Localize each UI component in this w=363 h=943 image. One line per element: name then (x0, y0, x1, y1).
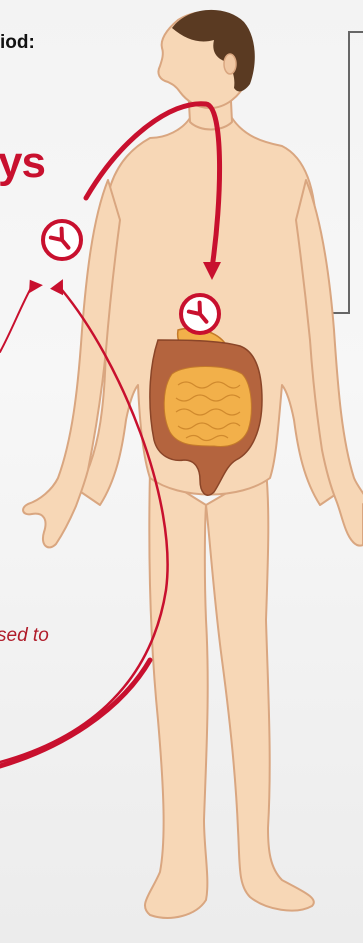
human-figure (23, 12, 363, 918)
right-leg (206, 470, 314, 911)
small-intestine (164, 367, 251, 447)
arrow-incoming-left (0, 286, 32, 352)
virus-icon (181, 295, 219, 333)
arrow-return-thick (0, 660, 150, 766)
ear (224, 54, 236, 74)
virus-icon (43, 221, 81, 259)
left-leg (145, 470, 208, 918)
